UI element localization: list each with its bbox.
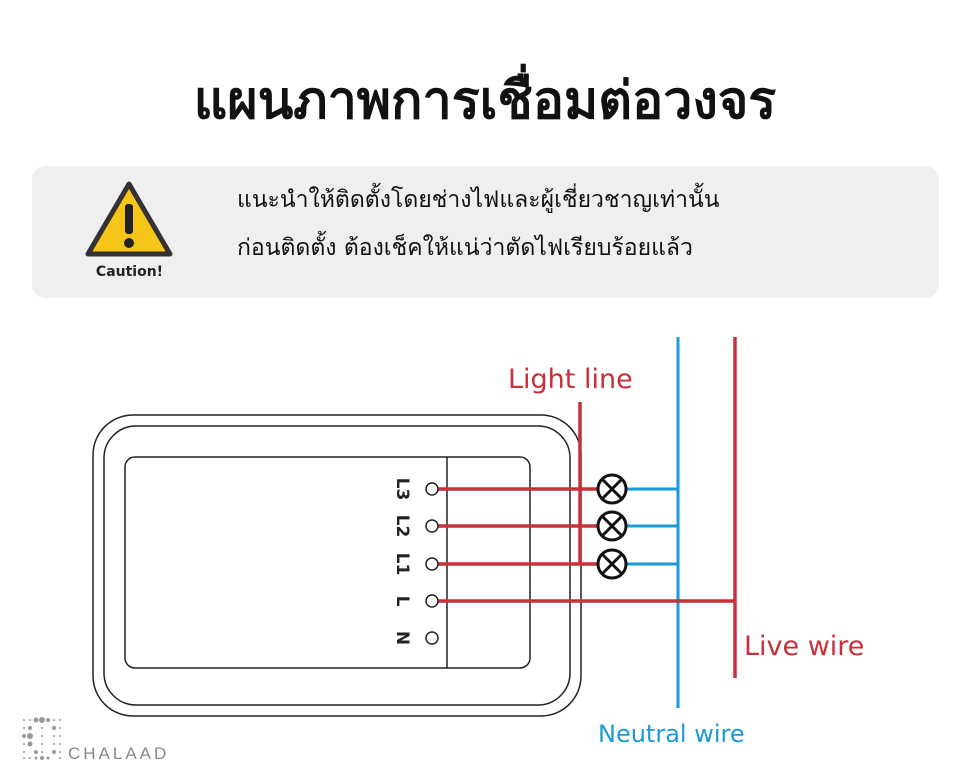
caution-line: ก่อนติดตั้ง ต้องเช็คให้แน่ว่าตัดไฟเรียบร…	[237, 235, 693, 261]
terminal-label: L1	[392, 553, 412, 576]
lamp-icon	[596, 473, 628, 505]
lamp-icon	[596, 548, 628, 580]
light-line-label: Light line	[508, 364, 633, 395]
neutral-wire-label: Neutral wire	[598, 720, 745, 748]
lamp-icon	[596, 510, 628, 542]
lamp-icons	[596, 473, 628, 580]
live-wire-label: Live wire	[744, 631, 864, 662]
caution-label: Caution!	[95, 264, 164, 280]
terminal-labels: L3 L2 L1 L N	[392, 478, 412, 645]
terminal-label: N	[392, 631, 412, 645]
neutral-wires	[626, 337, 680, 708]
page-title: แผนภาพการเชื่อมต่อวงจร	[193, 71, 777, 131]
terminal-label: L2	[392, 515, 412, 538]
caution-box: Caution! แนะนำให้ติดตั้งโดยช่างไฟและผู้เ…	[32, 166, 939, 298]
brand-logo-icon	[22, 717, 61, 760]
live-wires	[432, 337, 737, 678]
brand-name: CHALAAD	[68, 744, 170, 763]
terminal-label: L3	[392, 478, 412, 501]
warning-icon	[85, 181, 173, 257]
terminal-circles	[425, 482, 439, 645]
caution-line: แนะนำให้ติดตั้งโดยช่างไฟและผู้เชี่ยวชาญเ…	[237, 187, 720, 213]
terminal-label: L	[392, 596, 412, 607]
